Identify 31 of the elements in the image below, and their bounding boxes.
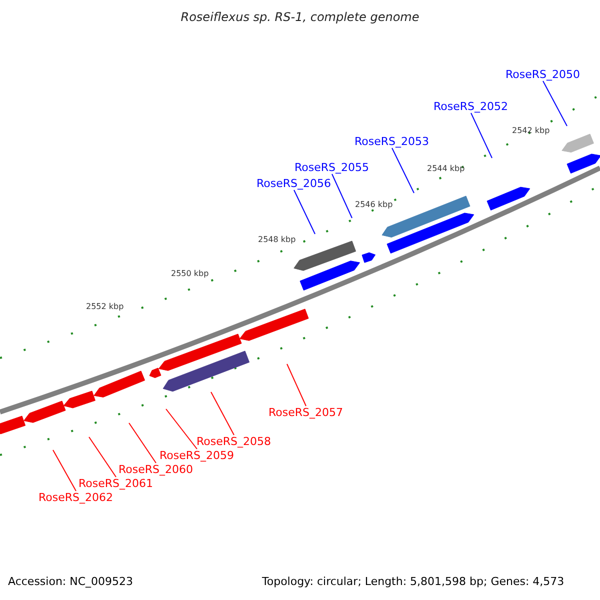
- leader-line: [286, 364, 306, 406]
- leader-line: [128, 422, 156, 464]
- gene-label: RoseRS_2062: [38, 491, 113, 504]
- scale-label: 2548 kbp: [258, 234, 296, 246]
- gene-label: RoseRS_2060: [118, 463, 193, 476]
- scale-label: 2550 kbp: [171, 268, 209, 280]
- gene-label: RoseRS_2061: [78, 477, 153, 490]
- gene-label: RoseRS_2052: [434, 100, 508, 113]
- gene-label: RoseRS_2059: [160, 449, 234, 462]
- leader-line: [210, 392, 234, 436]
- gene-label: RoseRS_2057: [268, 406, 343, 419]
- gene-label: RoseRS_2055: [294, 161, 369, 174]
- gene-label: RoseRS_2050: [506, 68, 580, 81]
- leader-line: [88, 436, 116, 478]
- scale-label: 2544 kbp: [427, 163, 465, 175]
- scale-label: 2546 kbp: [355, 199, 393, 211]
- gene-label: RoseRS_2053: [354, 135, 429, 148]
- leader-line: [52, 450, 76, 492]
- leader-line: [470, 112, 492, 158]
- footer-text: Topology: circular; Length: 5,801,598 bp; Genes: 4,573: [262, 575, 564, 588]
- scale-label: 2552 kbp: [86, 301, 124, 313]
- leader-line: [392, 148, 414, 194]
- title: Roseiflexus sp. RS-1, complete genome: [180, 11, 420, 24]
- leader-line: [332, 174, 352, 218]
- leader-line: [542, 80, 568, 126]
- scale-label: 2542 kbp: [512, 125, 550, 137]
- gene-label: RoseRS_2056: [256, 177, 331, 190]
- gene-label: RoseRS_2058: [196, 435, 271, 448]
- leader-line: [166, 408, 198, 450]
- footer-text: Accession: NC_009523: [8, 575, 134, 588]
- leader-line: [294, 190, 316, 234]
